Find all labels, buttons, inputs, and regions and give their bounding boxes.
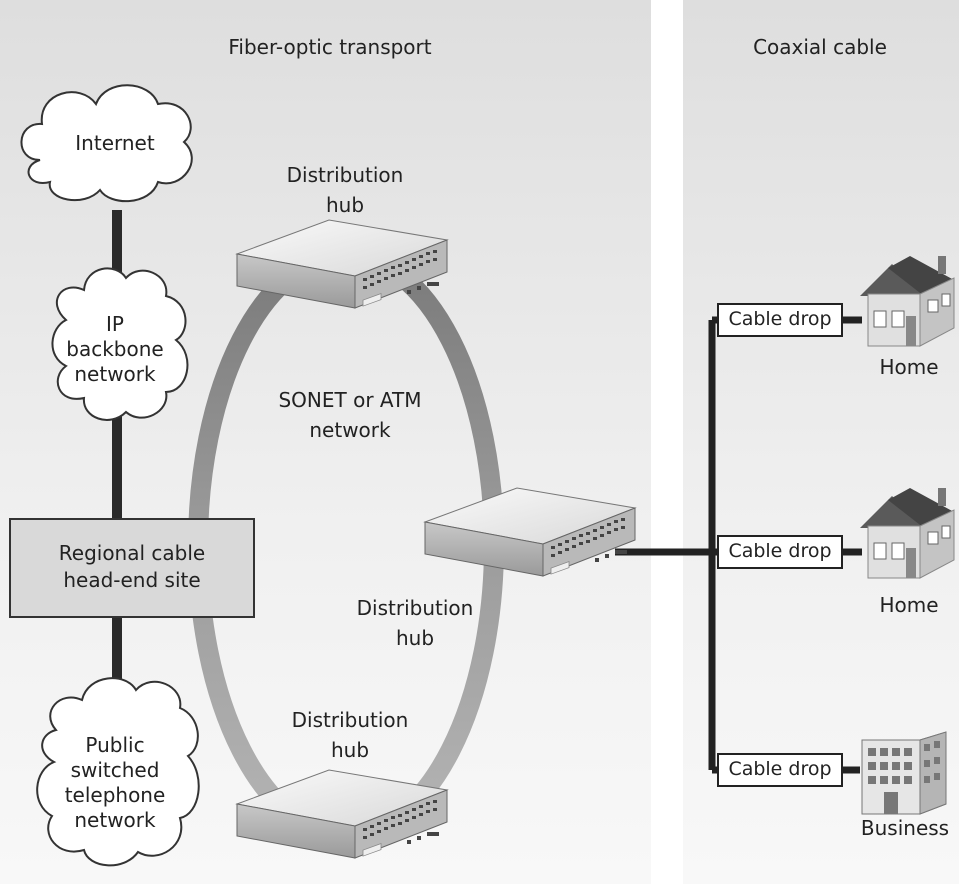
pstn-line-3: telephone xyxy=(64,783,166,807)
ip-backbone-line-3: network xyxy=(74,362,156,386)
ip-backbone-line-1: IP xyxy=(106,312,124,336)
pstn-label: Public switched telephone network xyxy=(40,733,190,833)
hub-top-line-2: hub xyxy=(325,193,365,217)
sonet-atm-line-1: SONET or ATM xyxy=(278,388,422,412)
pstn-line-1: Public xyxy=(85,733,145,757)
coaxial-panel-title: Coaxial cable xyxy=(753,35,887,59)
ip-backbone-line-2: backbone xyxy=(66,337,164,361)
pstn-line-2: switched xyxy=(70,758,160,782)
pstn-cloud xyxy=(36,677,200,867)
cable-drop-box-home2 xyxy=(717,535,843,569)
headend-line-1: Regional cable xyxy=(58,541,206,565)
pstn-line-4: network xyxy=(74,808,156,832)
internet-label: Internet xyxy=(75,131,155,155)
coaxial-panel xyxy=(683,0,959,884)
cable-drop-label-business: Cable drop xyxy=(728,758,832,780)
fiber-optic-panel-title: Fiber-optic transport xyxy=(228,35,432,59)
regional-headend-box xyxy=(9,518,255,618)
hub-top-line-1: Distribution xyxy=(286,163,404,187)
home2-label: Home xyxy=(879,593,939,617)
hub-middle-line-2: hub xyxy=(395,626,435,650)
hub-bottom-line-2: hub xyxy=(330,738,370,762)
headend-line-2: head-end site xyxy=(63,568,201,592)
business-building-icon xyxy=(861,731,947,815)
internet-cloud xyxy=(20,84,193,203)
hub-middle-label: Distribution hub xyxy=(335,593,495,653)
hub-middle-line-1: Distribution xyxy=(356,596,474,620)
sonet-atm-line-2: network xyxy=(309,418,391,442)
headend-label: Regional cable head-end site xyxy=(10,540,254,594)
cable-drop-box-home1 xyxy=(717,303,843,337)
ip-backbone-cloud xyxy=(51,267,189,421)
ip-backbone-label: IP backbone network xyxy=(40,312,190,387)
hub-bottom-label: Distribution hub xyxy=(270,705,430,765)
cable-drop-label-home1: Cable drop xyxy=(728,308,832,330)
cable-drop-label-home2: Cable drop xyxy=(728,540,832,562)
business-label: Business xyxy=(860,816,950,840)
home1-label: Home xyxy=(879,355,939,379)
sonet-atm-label: SONET or ATM network xyxy=(250,385,450,445)
hub-bottom-line-1: Distribution xyxy=(291,708,409,732)
hub-top-label: Distribution hub xyxy=(265,160,425,220)
cable-drop-box-business xyxy=(717,753,843,787)
